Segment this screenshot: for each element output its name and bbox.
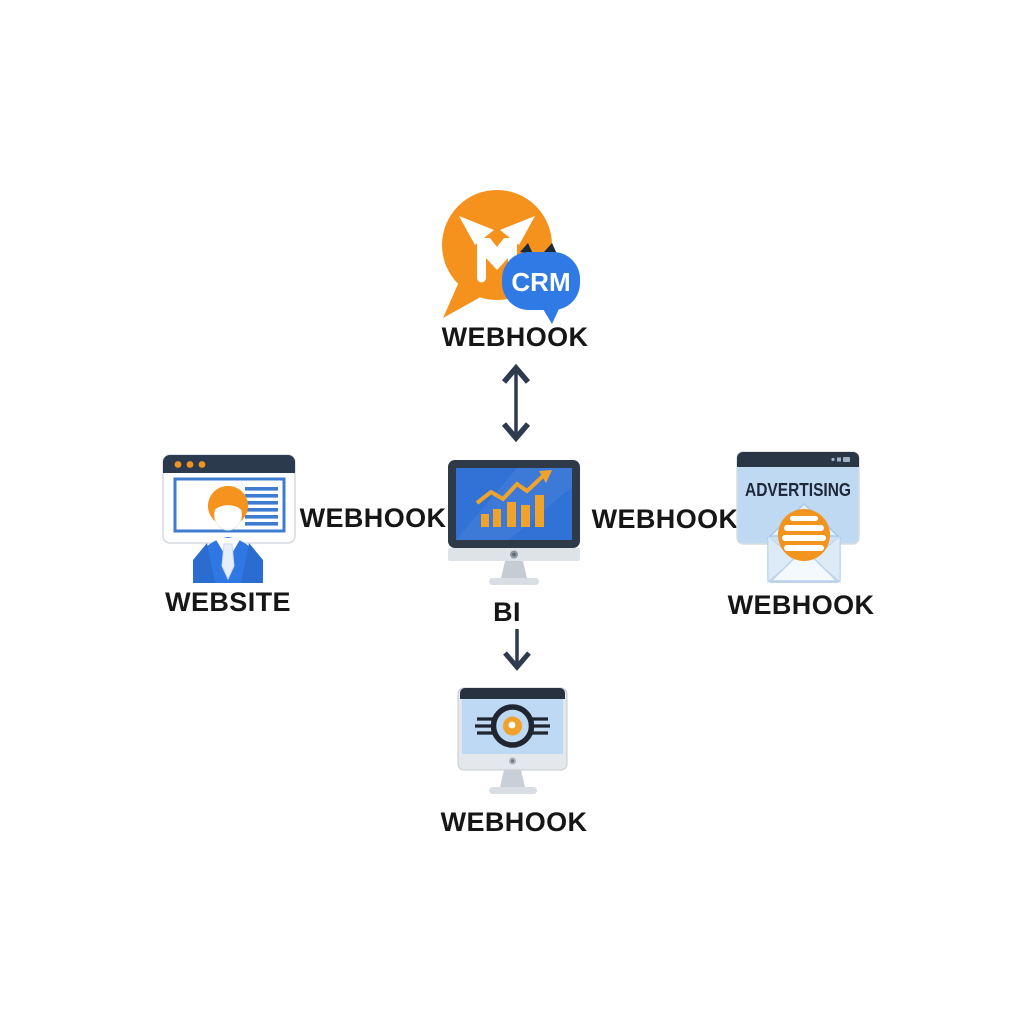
analytics-monitor-icon — [457, 687, 568, 794]
crm-badge-text: CRM — [511, 267, 570, 297]
globe-icon — [778, 509, 830, 561]
browser-titlebar — [163, 455, 295, 473]
target-eye-icon — [475, 704, 550, 748]
bi-label: BI — [493, 597, 521, 627]
analytics-node — [455, 684, 573, 796]
arrow-down-icon — [503, 629, 531, 671]
crm-logo-glyph — [459, 216, 535, 283]
crm-node: CRM — [438, 188, 588, 340]
trend-line-icon — [475, 470, 552, 505]
advertising-window-icon: ADVERTISING — [736, 451, 860, 584]
website-browser-icon — [162, 454, 296, 583]
crm-chat-bubbles-icon: CRM — [442, 190, 580, 324]
advertising-titlebar — [737, 452, 859, 467]
advertising-screen-text: ADVERTISING — [745, 480, 851, 500]
bi-node — [447, 459, 581, 587]
browser-dots-icon — [174, 461, 206, 468]
website-node — [155, 448, 305, 583]
analytics-webhook-label: WEBHOOK — [440, 807, 588, 837]
advertising-node: ADVERTISING — [733, 446, 863, 586]
crm-blue-bubble-icon: CRM — [502, 243, 580, 324]
bi-monitor-chart-icon — [448, 460, 580, 585]
website-bi-webhook-label: WEBHOOK — [299, 503, 447, 533]
person-icon — [193, 486, 263, 583]
titlebar-glyphs-icon — [831, 457, 850, 462]
crm-webhook-label: WEBHOOK — [441, 322, 589, 352]
bi-advertising-webhook-label: WEBHOOK — [591, 504, 739, 534]
double-arrow-vertical-icon — [501, 363, 531, 443]
website-label: WEBSITE — [165, 587, 291, 617]
bar-chart-icon — [481, 495, 544, 527]
advertising-webhook-label: WEBHOOK — [727, 590, 875, 620]
text-lines-icon — [245, 487, 278, 526]
